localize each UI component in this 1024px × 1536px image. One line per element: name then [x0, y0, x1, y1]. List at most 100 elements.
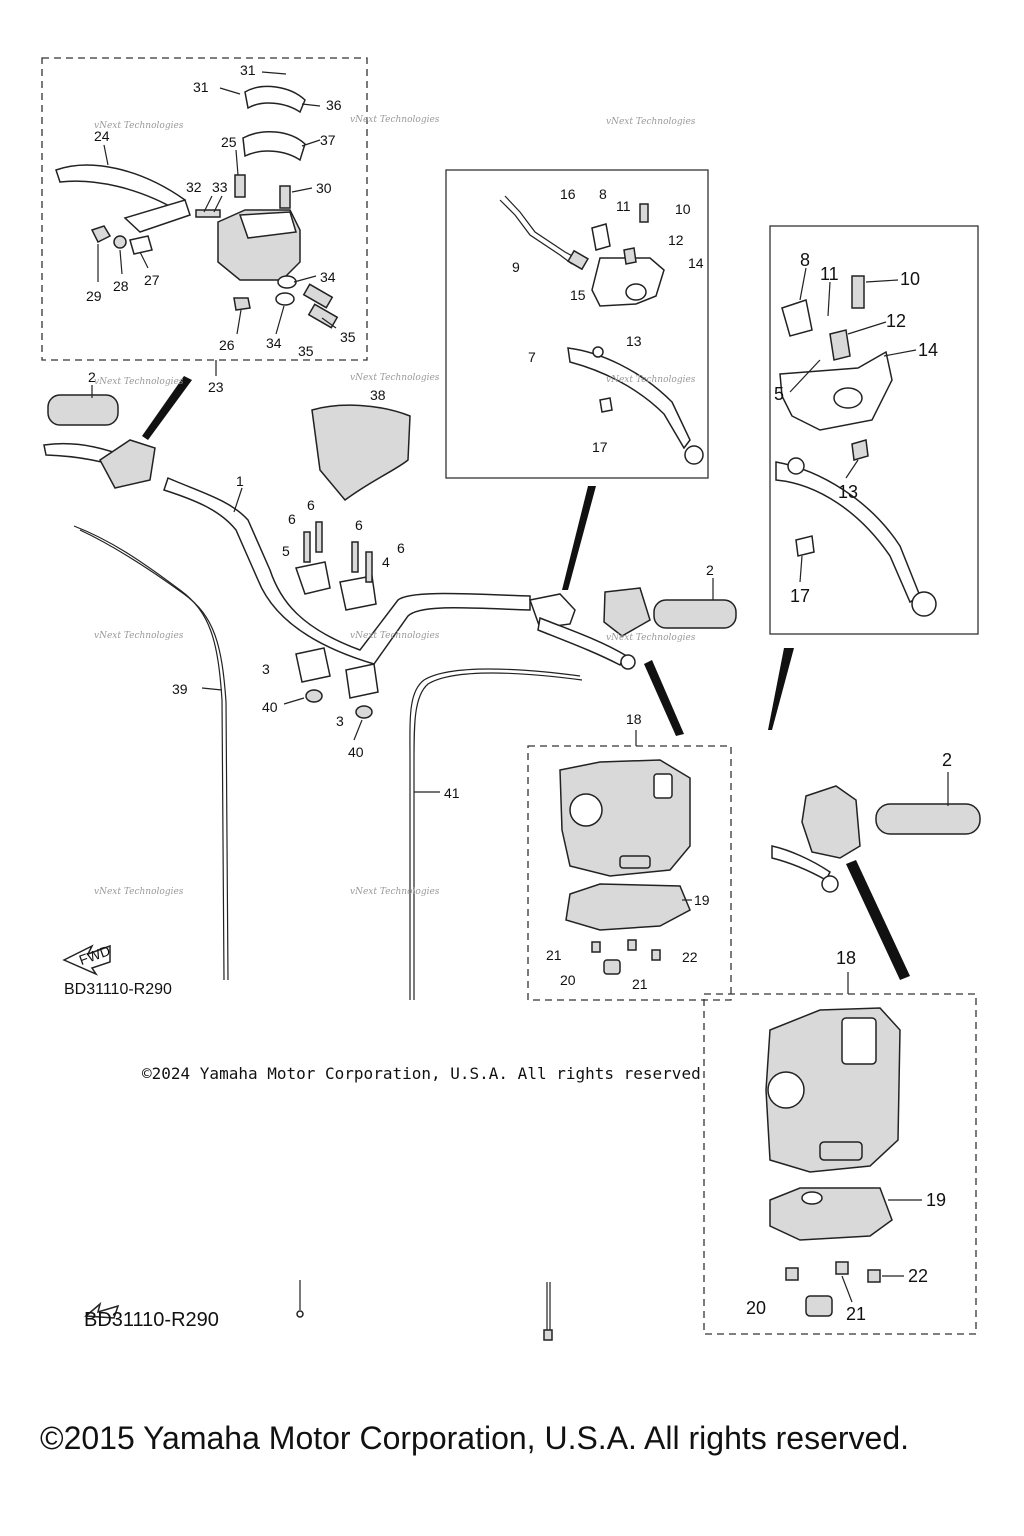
label-34a: 34 — [320, 269, 336, 285]
label-18-small: 18 — [626, 711, 642, 727]
pointer-right-upper — [768, 648, 794, 730]
watermark-5: vNext Technologies — [350, 373, 440, 383]
label-10-large: 10 — [900, 269, 920, 289]
clutch-lever-assembly-large — [775, 275, 937, 617]
right-controls-main — [529, 587, 737, 670]
label-6d: 6 — [397, 540, 405, 556]
label-21a-small: 21 — [546, 947, 562, 963]
label-20-small: 20 — [560, 972, 576, 988]
label-25: 25 — [221, 134, 237, 150]
label-35a: 35 — [340, 329, 356, 345]
pointer-clutch-detail — [562, 486, 596, 590]
label-12-large: 12 — [886, 311, 906, 331]
label-27: 27 — [144, 272, 160, 288]
pointer-switch-small — [644, 660, 684, 736]
label-2-large: 2 — [942, 750, 952, 770]
label-5-large: 5 — [774, 384, 784, 404]
label-5-main: 5 — [282, 543, 290, 559]
label-23: 23 — [208, 379, 224, 395]
clutch-lever-detail-box-large — [769, 225, 979, 635]
label-8-small: 8 — [599, 186, 607, 202]
switch-group-box-small — [527, 745, 732, 1001]
label-9-small: 9 — [512, 259, 520, 275]
label-26: 26 — [219, 337, 235, 353]
label-6a: 6 — [307, 497, 315, 513]
label-21b-small: 21 — [632, 976, 648, 992]
label-17-large: 17 — [790, 586, 810, 606]
diagram-code-large: BD31110-R290 — [84, 1309, 219, 1331]
pointer-left-lever — [142, 376, 192, 440]
handlebar-main — [43, 394, 531, 665]
watermark-3: vNext Technologies — [606, 117, 696, 127]
label-2-right: 2 — [706, 562, 714, 578]
label-22-large: 22 — [908, 1266, 928, 1286]
label-31a: 31 — [240, 62, 256, 78]
switch-assembly-small — [559, 759, 691, 975]
pointer-right-lower — [846, 860, 910, 980]
label-4: 4 — [382, 554, 390, 570]
label-3a: 3 — [262, 661, 270, 677]
label-31b: 31 — [193, 79, 209, 95]
label-28: 28 — [113, 278, 129, 294]
label-6c: 6 — [355, 517, 363, 533]
label-41: 41 — [444, 785, 460, 801]
watermark-2: vNext Technologies — [350, 115, 440, 125]
label-32: 32 — [186, 179, 202, 195]
label-16-small: 16 — [560, 186, 576, 202]
label-21-large: 21 — [846, 1304, 866, 1324]
label-14-large: 14 — [918, 340, 938, 360]
label-38: 38 — [370, 387, 386, 403]
label-36: 36 — [326, 97, 342, 113]
label-11-small: 11 — [616, 198, 631, 214]
switch-assembly-large — [765, 1007, 901, 1317]
watermark-1: vNext Technologies — [94, 121, 184, 131]
label-7-small: 7 — [528, 349, 536, 365]
label-29: 29 — [86, 288, 102, 304]
switch-grip-large — [771, 785, 981, 893]
copyright-2024: ©2024 Yamaha Motor Corporation, U.S.A. A… — [142, 1064, 701, 1083]
master-cylinder-group-box — [41, 57, 368, 361]
leader-lines-large — [789, 267, 917, 583]
leader-lines-main — [91, 385, 714, 793]
label-3b: 3 — [336, 713, 344, 729]
label-6b: 6 — [288, 511, 296, 527]
label-10-small: 10 — [675, 201, 691, 217]
label-15-small: 15 — [570, 287, 586, 303]
label-18-large: 18 — [836, 948, 856, 968]
diagram-code-small: BD31110-R290 — [64, 981, 172, 998]
label-19-large: 19 — [926, 1190, 946, 1210]
label-17-small: 17 — [592, 439, 608, 455]
label-35b: 35 — [298, 343, 314, 359]
label-30: 30 — [316, 180, 332, 196]
cables — [73, 525, 583, 1000]
watermark-7: vNext Technologies — [94, 631, 184, 641]
label-13-small: 13 — [626, 333, 642, 349]
watermark-4: vNext Technologies — [94, 377, 184, 387]
clutch-lever-detail-box — [445, 169, 709, 479]
label-34b: 34 — [266, 335, 282, 351]
switch-group-box-large — [703, 993, 977, 1335]
label-8-large: 8 — [800, 250, 810, 270]
copyright-2015: ©2015 Yamaha Motor Corporation, U.S.A. A… — [40, 1420, 909, 1456]
handlebar-clamps — [295, 404, 411, 719]
watermark-9: vNext Technologies — [606, 633, 696, 643]
watermark-8: vNext Technologies — [350, 631, 440, 641]
clutch-lever-assembly-small — [499, 195, 704, 465]
label-24: 24 — [94, 128, 110, 144]
watermark-11: vNext Technologies — [350, 887, 440, 897]
watermark-6: vNext Technologies — [606, 375, 696, 385]
label-2-left: 2 — [88, 369, 96, 385]
label-40b: 40 — [348, 744, 364, 760]
leader-lines-master — [97, 71, 337, 335]
lower-remnant-marks — [84, 1280, 553, 1341]
fwd-arrow-icon: FWD — [62, 942, 112, 976]
master-cylinder-assembly — [55, 85, 339, 329]
label-12-small: 12 — [668, 232, 684, 248]
label-40a: 40 — [262, 699, 278, 715]
label-14-small: 14 — [688, 255, 704, 271]
label-22-small: 22 — [682, 949, 698, 965]
label-11-large: 11 — [820, 264, 839, 284]
label-33: 33 — [212, 179, 228, 195]
label-19-small: 19 — [694, 892, 710, 908]
